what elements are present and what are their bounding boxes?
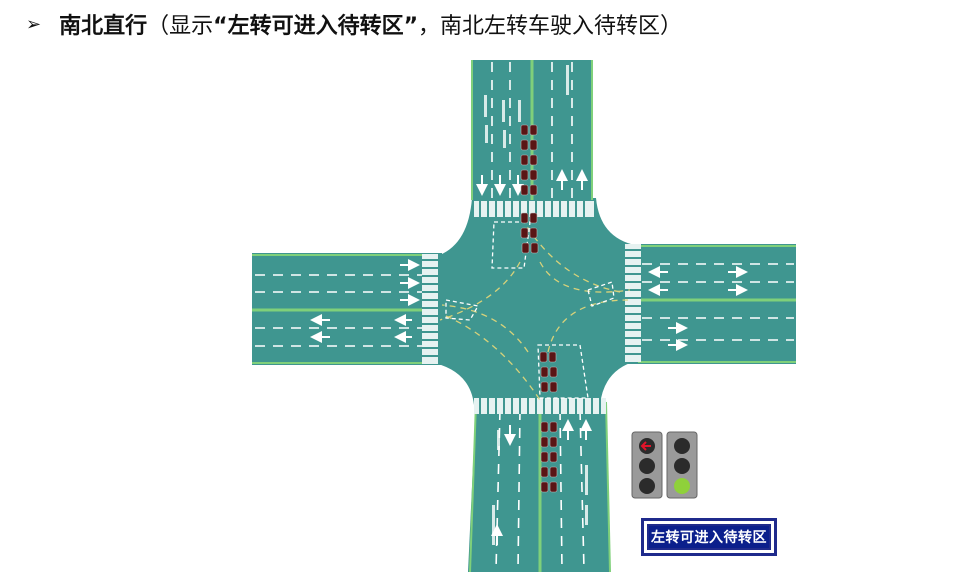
bullet-icon: ➢ [26, 13, 42, 35]
heading-prefix: 南北直行 [59, 14, 148, 39]
vehicle-icon [529, 124, 538, 136]
heading-quoted: “左转可进入待转区” [213, 14, 419, 39]
vehicles-north [520, 124, 539, 254]
vehicle-icon [520, 154, 529, 166]
vehicle-icon [540, 421, 549, 433]
left-turn-waiting-zones [445, 221, 615, 399]
heading-paren-open: （显示 [147, 14, 214, 39]
road-stencils [484, 65, 588, 545]
vehicle-icon [540, 366, 549, 378]
vehicle-icon [520, 124, 529, 136]
vehicle-icon [520, 139, 529, 151]
vehicle-icon [529, 184, 538, 196]
vehicle-icon [540, 481, 549, 493]
road-surface [252, 60, 796, 572]
waiting-zone-sign-text: 左转可进入待转区 [647, 524, 771, 550]
crosswalk-east [625, 244, 641, 362]
left-arrow-signal-icon [640, 441, 651, 451]
turning-guides [439, 221, 631, 401]
vehicle-icon [540, 451, 549, 463]
vehicle-icon [529, 169, 538, 181]
round-signal-icon [674, 438, 690, 454]
vehicle-icon [549, 436, 558, 448]
crosswalk-south [474, 398, 606, 414]
left-turn-signal [631, 431, 663, 499]
vehicle-icon [529, 154, 538, 166]
vehicles-south [539, 351, 558, 493]
vehicle-icon [520, 169, 529, 181]
vehicle-icon [549, 366, 558, 378]
crosswalk-stripes [422, 201, 641, 414]
vehicle-icon [529, 212, 538, 224]
vehicle-icon [549, 451, 558, 463]
vehicle-icon [529, 139, 538, 151]
vehicle-icon [520, 227, 529, 239]
vehicle-icon [540, 436, 549, 448]
vehicle-icon [549, 466, 558, 478]
round-signal-icon [674, 478, 690, 494]
vehicle-icon [540, 466, 549, 478]
waiting-zone-sign: 左转可进入待转区 [641, 518, 777, 556]
vehicle-icon [549, 381, 558, 393]
vehicle-icon [520, 184, 529, 196]
vehicle-icon [549, 421, 558, 433]
vehicle-icon [540, 381, 549, 393]
round-signal-icon [674, 458, 690, 474]
straight-signal [666, 431, 698, 499]
vehicle-icon [529, 227, 538, 239]
vehicle-icon [549, 481, 558, 493]
lane-arrows [310, 169, 748, 545]
vehicle-icon [520, 212, 529, 224]
vehicle-icon [539, 351, 548, 363]
vehicle-icon [521, 242, 530, 254]
heading-rest: ，南北左转车驶入待转区） [418, 14, 683, 39]
vehicle-icon [548, 351, 557, 363]
slide-heading: ➢ 南北直行 （显示 “左转可进入待转区” ，南北左转车驶入待转区） [26, 8, 682, 40]
vehicle-icon [530, 242, 539, 254]
